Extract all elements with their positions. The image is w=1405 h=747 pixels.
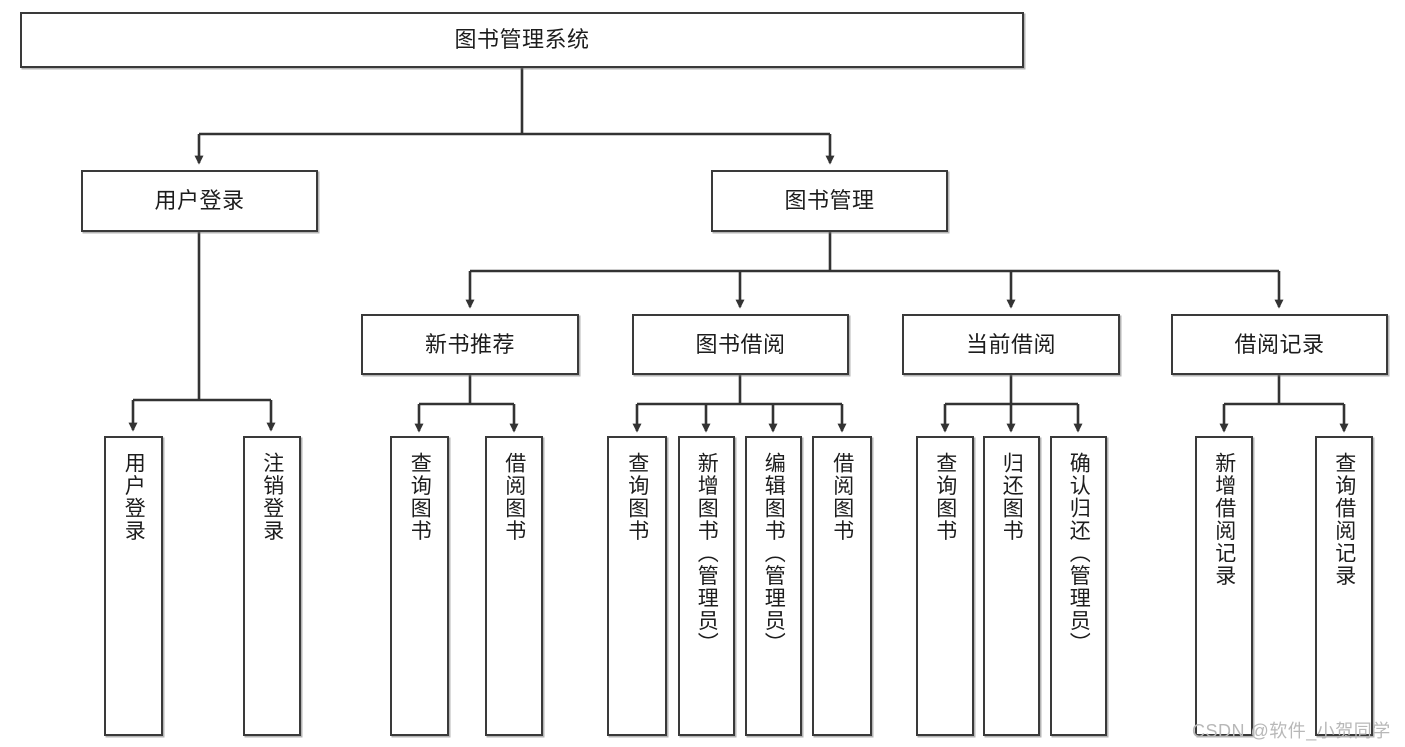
node-root-system[interactable]: 图书管理系统 — [20, 12, 1024, 68]
node-label: 查询图书 — [933, 452, 957, 542]
node-label: 确认归还（管理员） — [1067, 452, 1091, 655]
node-label: 新增借阅记录 — [1212, 452, 1236, 587]
node-label: 归还图书 — [1000, 452, 1024, 542]
leaf-current-query-book[interactable]: 查询图书 — [916, 436, 974, 736]
node-label: 图书管理系统 — [454, 27, 590, 53]
node-label: 借阅图书 — [830, 452, 854, 542]
node-label: 用户登录 — [154, 188, 245, 214]
leaf-records-query-record[interactable]: 查询借阅记录 — [1315, 436, 1373, 736]
node-borrow-records[interactable]: 借阅记录 — [1171, 314, 1388, 375]
node-new-book-recommend[interactable]: 新书推荐 — [361, 314, 579, 375]
leaf-borrow-borrow-book[interactable]: 借阅图书 — [812, 436, 872, 736]
node-label: 查询图书 — [625, 452, 649, 542]
leaf-borrow-edit-book-admin[interactable]: 编辑图书（管理员） — [745, 436, 802, 736]
leaf-borrow-query-book[interactable]: 查询图书 — [607, 436, 667, 736]
node-user-login[interactable]: 用户登录 — [81, 170, 318, 232]
node-label: 当前借阅 — [965, 331, 1056, 357]
node-label: 借阅记录 — [1234, 331, 1325, 357]
leaf-borrow-add-book-admin[interactable]: 新增图书（管理员） — [678, 436, 735, 736]
csdn-watermark: CSDN @软件_小贺同学 — [1192, 721, 1391, 741]
leaf-records-add-record[interactable]: 新增借阅记录 — [1195, 436, 1253, 736]
leaf-user-login[interactable]: 用户登录 — [104, 436, 163, 736]
node-label: 编辑图书（管理员） — [762, 452, 786, 655]
node-label: 图书管理 — [784, 188, 875, 214]
node-book-management[interactable]: 图书管理 — [711, 170, 948, 232]
node-current-borrow[interactable]: 当前借阅 — [902, 314, 1120, 375]
node-label: 查询借阅记录 — [1332, 452, 1356, 587]
node-label: 注销登录 — [260, 452, 284, 542]
leaf-recommend-borrow-book[interactable]: 借阅图书 — [485, 436, 543, 736]
leaf-logout[interactable]: 注销登录 — [243, 436, 301, 736]
node-label: 图书借阅 — [695, 331, 786, 357]
node-book-borrow[interactable]: 图书借阅 — [632, 314, 849, 375]
node-label: 查询图书 — [408, 452, 432, 542]
node-label: 用户登录 — [122, 452, 146, 542]
leaf-current-confirm-return-admin[interactable]: 确认归还（管理员） — [1050, 436, 1107, 736]
node-label: 新增图书（管理员） — [695, 452, 719, 655]
leaf-recommend-query-book[interactable]: 查询图书 — [390, 436, 449, 736]
node-label: 借阅图书 — [502, 452, 526, 542]
node-label: 新书推荐 — [424, 331, 515, 357]
leaf-current-return-book[interactable]: 归还图书 — [983, 436, 1040, 736]
